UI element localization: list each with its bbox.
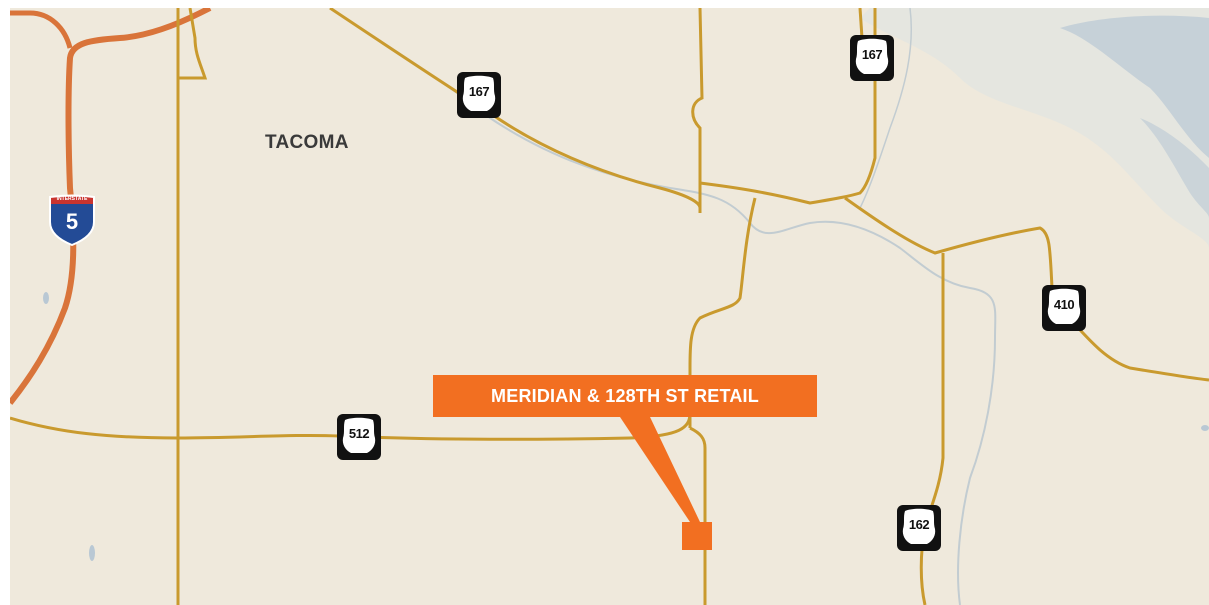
route-shield-number: 512 bbox=[348, 426, 370, 441]
route-shield-410[interactable]: 410 bbox=[1042, 285, 1086, 331]
state-route-shield-icon bbox=[897, 505, 941, 551]
interstate-shield-top-text: INTERSTATE bbox=[56, 196, 88, 202]
interstate-5-road bbox=[10, 8, 212, 405]
route-shield-162[interactable]: 162 bbox=[897, 505, 941, 551]
road-east-diagonal bbox=[844, 196, 1054, 289]
road-meridian bbox=[691, 8, 704, 213]
road-east-west-north bbox=[699, 8, 877, 205]
state-route-shield-icon bbox=[457, 72, 501, 118]
pond bbox=[1201, 425, 1209, 431]
lake-detail bbox=[1060, 15, 1209, 158]
interstate-shield-number: 5 bbox=[65, 209, 79, 234]
road-center-bend bbox=[688, 197, 757, 428]
highway-167-west-road bbox=[329, 8, 702, 209]
interstate-5-spur bbox=[10, 10, 73, 49]
map-canvas[interactable]: TACOMA INTERSTATE 5 167 167 410 bbox=[10, 8, 1209, 605]
property-callout-label[interactable]: MERIDIAN & 128TH ST RETAIL bbox=[433, 375, 817, 417]
route-shield-number: 162 bbox=[908, 517, 930, 532]
route-shield-number: 167 bbox=[468, 84, 490, 99]
river-upper bbox=[859, 8, 913, 209]
state-route-shield-icon bbox=[337, 414, 381, 460]
pond bbox=[43, 292, 49, 304]
map-base-layer bbox=[10, 8, 1209, 605]
interstate-shield-icon bbox=[49, 194, 95, 247]
road-north-south-west-jog bbox=[176, 8, 208, 80]
road-meridian-south bbox=[689, 426, 707, 605]
highway-167-east-road bbox=[858, 8, 864, 39]
lake-detail-2 bbox=[1140, 118, 1209, 218]
route-shield-167-west[interactable]: 167 bbox=[457, 72, 501, 118]
route-shield-167-east[interactable]: 167 bbox=[850, 35, 894, 81]
interstate-5-shield[interactable]: INTERSTATE 5 bbox=[47, 194, 99, 247]
pond bbox=[89, 545, 95, 561]
route-shield-number: 410 bbox=[1053, 297, 1075, 312]
state-route-shield-icon bbox=[1042, 285, 1086, 331]
city-label-tacoma: TACOMA bbox=[265, 132, 349, 153]
callout-pointer bbox=[620, 417, 700, 522]
state-route-shield-icon bbox=[850, 35, 894, 81]
route-shield-number: 167 bbox=[861, 47, 883, 62]
property-location-marker[interactable] bbox=[682, 522, 712, 550]
route-shield-512[interactable]: 512 bbox=[337, 414, 381, 460]
lake-shape bbox=[860, 8, 1209, 248]
river-puyallup bbox=[329, 8, 997, 605]
